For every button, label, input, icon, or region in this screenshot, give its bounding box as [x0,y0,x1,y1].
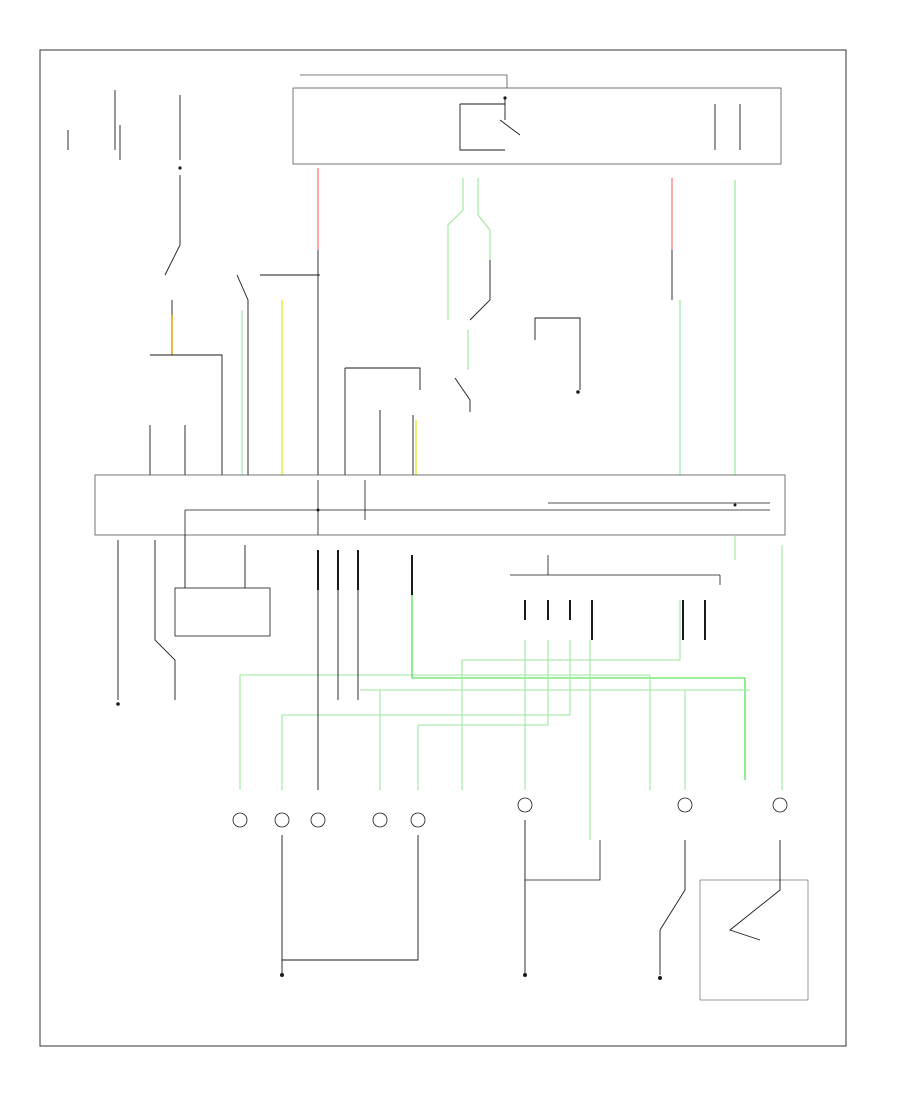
lamp-row [232,797,788,828]
wiring-lower [116,535,809,1001]
top-junction-box [292,74,782,165]
wiring-top [149,168,736,475]
control-module-bar [94,474,786,536]
fuse-cluster-top-left [67,90,182,170]
diagram-frame [39,49,847,1047]
